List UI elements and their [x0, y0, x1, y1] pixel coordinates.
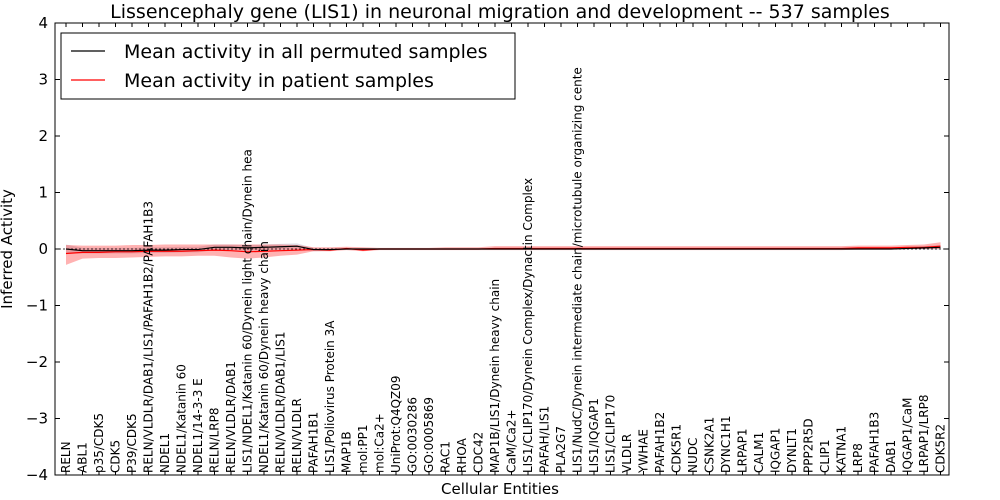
legend: Mean activity in all permuted samples Me… [60, 32, 516, 100]
category-label: NDEL1/Katanin 60 [175, 364, 189, 473]
x-axis [65, 23, 941, 475]
category-label: NDEL1/14-3-3 E [191, 378, 205, 473]
y-tick-label: −3 [26, 410, 48, 428]
category-label: DYNC1H1 [719, 415, 733, 473]
category-label: LIS1/IQGAP1 [587, 398, 601, 473]
category-label: RAC1 [439, 441, 453, 473]
category-label: VLDLR [620, 434, 634, 473]
category-label: LIS1/CLIP170 [604, 395, 618, 473]
y-axis: −4 −3 −2 −1 0 1 2 3 4 [26, 14, 949, 484]
category-label: CALM1 [752, 432, 766, 473]
category-label: LIS1/NDEL1/Katanin 60/Dynein light chain… [241, 149, 255, 473]
category-label: CDK5 [109, 440, 123, 473]
legend-label-permuted: Mean activity in all permuted samples [124, 41, 487, 63]
category-label: P39/CDK5 [125, 413, 139, 473]
category-label: RELN/VLDLR/DAB1/LIS1 [274, 332, 288, 473]
category-label: LRP8 [851, 443, 865, 473]
y-tick-label: 2 [38, 127, 48, 145]
category-label: RHOA [455, 437, 469, 473]
category-label: PAFAH1B2 [653, 412, 667, 473]
category-label: IQGAP1/CaM [901, 398, 915, 474]
category-label: YWHAE [637, 429, 651, 474]
category-label: PPP2R5D [802, 418, 816, 473]
category-label: DYNLT1 [785, 428, 799, 473]
category-label: PLA2G7 [554, 426, 568, 473]
category-label: UniProt:Q4QZ09 [389, 375, 403, 473]
y-tick-label: 3 [38, 71, 48, 89]
category-label: CSNK2A1 [703, 417, 717, 473]
category-label: MAP1B [340, 431, 354, 473]
chart-title: Lissencephaly gene (LIS1) in neuronal mi… [110, 1, 890, 23]
category-label: RELN/VLDLR/DAB1/LIS1/PAFAH1B2/PAFAH1B3 [142, 201, 156, 473]
y-axis-label: Inferred Activity [0, 189, 16, 309]
category-label: PAFAH1B3 [868, 412, 882, 473]
category-label: PAFAH1B1 [307, 412, 321, 473]
category-label: p35/CDK5 [92, 413, 106, 473]
category-label: GO:0030286 [406, 397, 420, 473]
category-label: RELN/LRP8 [208, 407, 222, 473]
y-tick-label: −2 [26, 353, 48, 371]
category-label: CDK5R1 [670, 424, 684, 473]
category-label: LRPAP1 [736, 428, 750, 473]
category-label: DAB1 [884, 440, 898, 473]
patient-band [66, 242, 941, 265]
category-label: mol:PP1 [356, 424, 370, 473]
category-label: LIS1/NudC/Dynein intermediate chain/micr… [571, 67, 585, 473]
y-tick-label: −1 [26, 297, 48, 315]
category-label: IQGAP1 [769, 428, 783, 473]
category-label: GO:0005869 [422, 397, 436, 473]
legend-box [60, 32, 516, 100]
category-label: NDEL1/Katanin 60/Dynein heavy chain [257, 241, 271, 473]
y-tick-label: 0 [38, 240, 48, 258]
category-label: PAFAH/LIS1 [538, 406, 552, 473]
legend-label-patient: Mean activity in patient samples [124, 70, 434, 92]
category-label: ABL1 [76, 442, 90, 473]
category-label: MAP1B/LIS1/Dynein heavy chain [488, 279, 502, 473]
category-label: CDK5R2 [934, 424, 948, 473]
y-tick-label: 1 [38, 184, 48, 202]
category-label: LRPAP1/LRP8 [917, 394, 931, 473]
category-label: LIS1/CLIP170/Dynein Complex/Dynactin Com… [521, 178, 535, 473]
x-axis-label: Cellular Entities [441, 480, 559, 498]
y-tick-label: 4 [38, 14, 48, 32]
category-label: LIS1/Poliovirus Protein 3A [323, 320, 337, 473]
confidence-bands [66, 242, 941, 265]
category-label: CaM/Ca2+ [505, 409, 519, 473]
category-label: CDC42 [472, 432, 486, 473]
category-label: RELN/VLDLR/DAB1 [224, 361, 238, 473]
category-label: mol:Ca2+ [373, 413, 387, 473]
category-label: CLIP1 [818, 440, 832, 473]
y-tick-label: −4 [26, 466, 48, 484]
series-lines [55, 245, 949, 255]
category-label: NUDC [686, 438, 700, 473]
category-label: KATNA1 [835, 426, 849, 473]
category-label: NDEL1 [158, 433, 172, 473]
category-label: RELN [59, 441, 73, 473]
category-label: RELN/VLDLR [290, 398, 304, 473]
permuted-line [65, 245, 941, 252]
